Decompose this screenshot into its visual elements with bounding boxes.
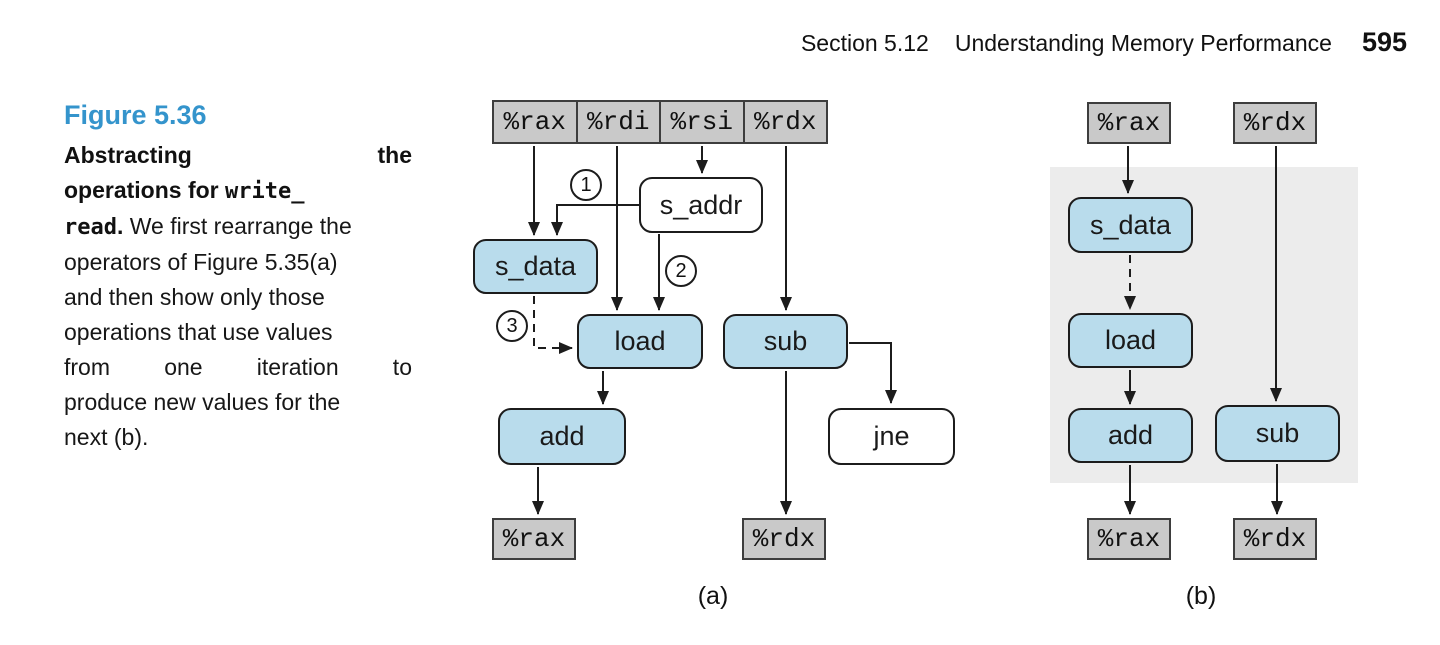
- caption-line: read. We first rearrange the: [64, 213, 352, 240]
- register-rsi: %rsi: [659, 102, 743, 142]
- arrow-a-sdata-to-load-dashed: [533, 296, 573, 354]
- running-head: Section 5.12 Understanding Memory Perfor…: [801, 27, 1407, 58]
- register-rdx: %rdx: [742, 102, 827, 142]
- step-badge-3: 3: [496, 310, 528, 342]
- arrow-a-sub-to-jne: [849, 342, 897, 404]
- caption-line: and then show only those: [64, 284, 325, 310]
- caption-line: operations that use values: [64, 319, 333, 345]
- caption-line: from one iteration to: [64, 354, 412, 380]
- page-number: 595: [1361, 27, 1407, 57]
- node-load-b: load: [1068, 313, 1193, 368]
- figure-caption: Figure 5.36 Abstracting the operations f…: [64, 100, 412, 455]
- register-rax-bottom-b: %rax: [1087, 518, 1171, 560]
- caption-line: Abstracting the: [64, 142, 412, 168]
- register-rdx-bottom-a: %rdx: [742, 518, 826, 560]
- section-number: Section 5.12: [800, 30, 929, 56]
- register-rdi: %rdi: [575, 102, 660, 142]
- register-rax-top-b: %rax: [1087, 102, 1171, 144]
- node-add-b: add: [1068, 408, 1193, 463]
- step-badge-1: 1: [570, 169, 602, 201]
- node-add-a: add: [498, 408, 626, 465]
- section-title: Understanding Memory Performance: [954, 30, 1332, 56]
- register-rdx-bottom-b: %rdx: [1233, 518, 1317, 560]
- caption-line: operations for write_: [64, 177, 305, 204]
- code-read: read: [64, 215, 117, 240]
- node-s-addr: s_addr: [639, 177, 763, 233]
- code-write: write_: [225, 179, 305, 204]
- node-sub-a: sub: [723, 314, 848, 369]
- diagram-a-label: (a): [697, 582, 729, 610]
- register-rax: %rax: [503, 107, 566, 137]
- diagram-b-label: (b): [1185, 582, 1217, 610]
- node-s-data-b: s_data: [1068, 197, 1193, 253]
- node-s-data-a: s_data: [473, 239, 598, 294]
- step-badge-2: 2: [665, 255, 697, 287]
- register-rdx-top-b: %rdx: [1233, 102, 1317, 144]
- figure-label: Figure 5.36: [64, 100, 207, 130]
- node-load-a: load: [577, 314, 703, 369]
- caption-line: produce new values for the: [64, 389, 341, 415]
- caption-line: next (b).: [64, 424, 149, 450]
- register-row-top-a: %rax %rdi %rsi %rdx: [492, 100, 828, 144]
- register-rax-bottom-a: %rax: [492, 518, 576, 560]
- caption-line: operators of Figure 5.35(a): [64, 249, 338, 275]
- node-sub-b: sub: [1215, 405, 1340, 462]
- node-jne: jne: [828, 408, 955, 465]
- arrow-a-saddr-to-sdata: [551, 204, 639, 236]
